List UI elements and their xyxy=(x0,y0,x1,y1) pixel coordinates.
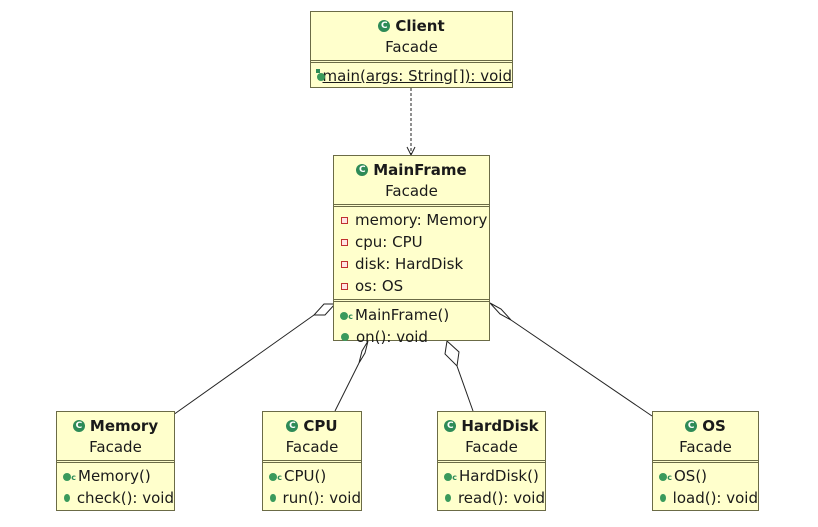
aggregation-mainframe-memory xyxy=(172,303,337,416)
aggregation-mainframe-harddisk xyxy=(444,339,474,412)
class-icon: C xyxy=(286,420,299,432)
public-method-icon xyxy=(341,333,349,341)
field-row[interactable]: cpu: CPU xyxy=(340,231,489,253)
class-name: Memory xyxy=(89,417,159,435)
method-row[interactable]: main(args: String[]): void xyxy=(315,65,512,87)
aggregation-mainframe-cpu xyxy=(334,340,369,412)
class-header: C Memory Facade xyxy=(57,412,174,460)
private-field-icon xyxy=(341,238,348,246)
package-name: Facade xyxy=(385,182,438,200)
class-icon: C xyxy=(378,20,391,32)
class-icon: C xyxy=(356,164,369,176)
class-name: MainFrame xyxy=(373,161,467,179)
methods-section: main(args: String[]): void xyxy=(311,60,512,89)
package-name: Facade xyxy=(285,438,339,456)
public-method-icon xyxy=(660,494,666,502)
private-field-icon xyxy=(341,216,348,224)
class-header: C HardDisk Facade xyxy=(438,412,545,460)
package-name: Facade xyxy=(679,438,732,456)
method-row[interactable]: run(): void xyxy=(269,487,361,509)
constructor-icon: c xyxy=(340,310,353,321)
class-icon: C xyxy=(685,420,698,432)
class-header: C MainFrame Facade xyxy=(334,156,489,204)
class-name: Client xyxy=(395,17,445,35)
static-method-icon xyxy=(315,69,325,81)
constructor-icon: c xyxy=(63,471,76,482)
method-row[interactable]: check(): void xyxy=(63,487,174,509)
private-field-icon xyxy=(341,260,348,268)
class-header: C CPU Facade xyxy=(263,412,361,460)
constructor-icon: c xyxy=(269,471,282,482)
method-row[interactable]: load(): void xyxy=(659,487,758,509)
constructor-icon: c xyxy=(444,471,457,482)
class-icon: C xyxy=(444,420,457,432)
package-name: Facade xyxy=(465,438,518,456)
class-client[interactable]: C Client Facade main(args: String[]): voi… xyxy=(310,11,513,88)
fields-section: memory: Memory cpu: CPU disk: HardDisk o… xyxy=(334,204,489,299)
public-method-icon xyxy=(445,494,451,502)
package-name: Facade xyxy=(385,38,438,56)
private-field-icon xyxy=(341,282,348,290)
class-name: OS xyxy=(702,417,726,435)
field-row[interactable]: os: OS xyxy=(340,275,489,297)
constructor-icon: c xyxy=(659,471,672,482)
package-name: Facade xyxy=(89,438,142,456)
field-row[interactable]: memory: Memory xyxy=(340,209,489,231)
method-row[interactable]: on(): void xyxy=(340,326,489,348)
class-header: C Client Facade xyxy=(311,12,512,60)
public-method-icon xyxy=(64,494,70,502)
class-mainframe[interactable]: C MainFrame Facade memory: Memory cpu: CP… xyxy=(333,155,490,346)
class-name: HardDisk xyxy=(461,417,539,435)
class-icon: C xyxy=(72,420,85,432)
aggregation-mainframe-os xyxy=(489,302,653,417)
class-header: C OS Facade xyxy=(653,412,758,460)
method-row[interactable]: read(): void xyxy=(444,487,545,509)
public-method-icon xyxy=(270,494,276,502)
class-name: CPU xyxy=(303,417,338,435)
field-row[interactable]: disk: HardDisk xyxy=(340,253,489,275)
